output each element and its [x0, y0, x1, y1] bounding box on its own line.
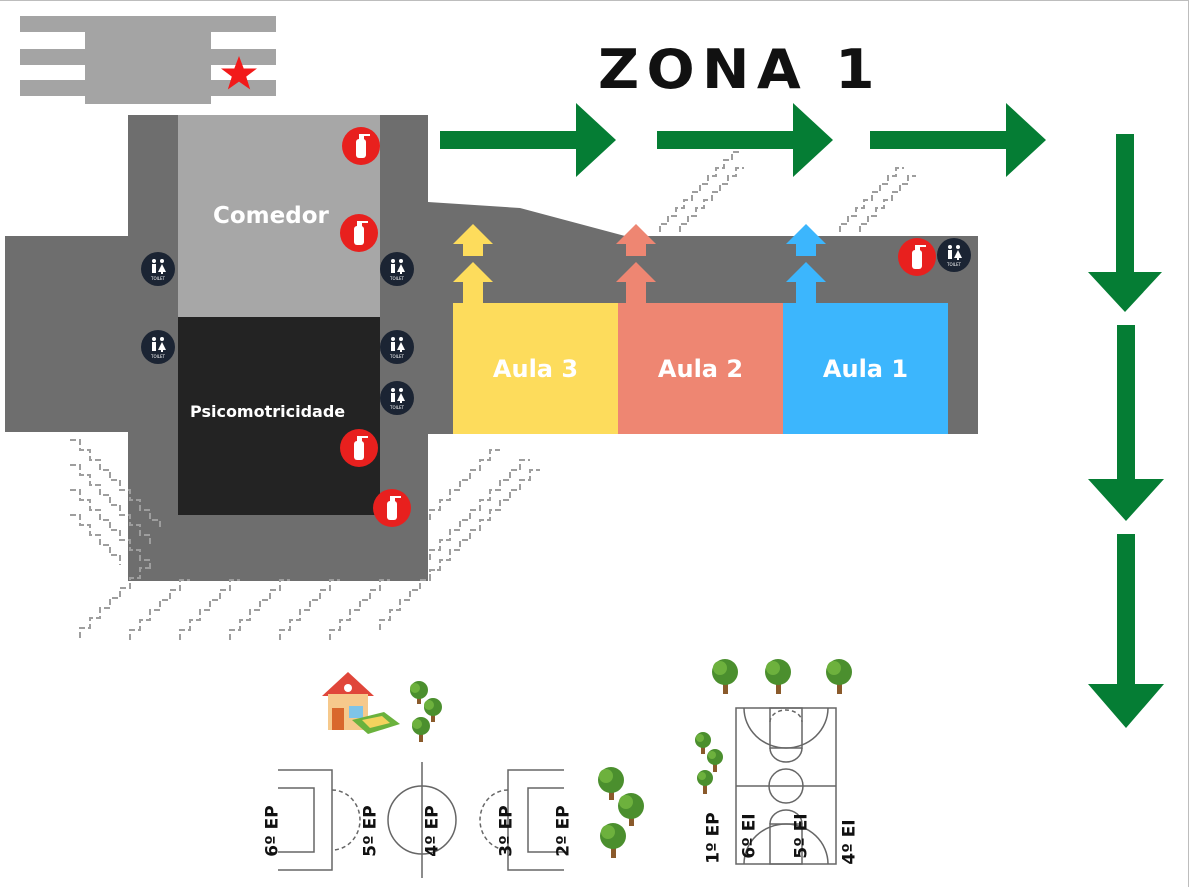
- svg-text:TOILET: TOILET: [150, 276, 166, 281]
- room-aula-2: Aula 2: [618, 303, 783, 434]
- extinguisher-icon: [898, 238, 936, 276]
- stand-stripes: [20, 16, 276, 104]
- extinguisher-icon: [373, 489, 411, 527]
- tree-icon: [598, 767, 644, 858]
- arrow-up-icon: [786, 224, 826, 304]
- room-aula-3: Aula 3: [453, 303, 618, 434]
- field-label-4ep: 4º EP: [422, 805, 443, 857]
- field-label-3ep: 3º EP: [496, 805, 517, 857]
- room-psicomotricidade: [178, 317, 380, 515]
- toilet-icon: TOILET: [141, 330, 175, 364]
- extinguisher-icon: [340, 429, 378, 467]
- court-label-1ep: 1º EP: [703, 812, 724, 864]
- svg-text:TOILET: TOILET: [150, 354, 166, 359]
- tree-icon: [410, 681, 442, 742]
- arrow-down-icon: [1088, 134, 1162, 312]
- arrow-right-icon: [657, 103, 833, 177]
- toilet-icon: TOILET: [380, 252, 414, 286]
- svg-text:TOILET: TOILET: [389, 354, 405, 359]
- svg-text:TOILET: TOILET: [389, 276, 405, 281]
- toilet-icon: TOILET: [141, 252, 175, 286]
- arrow-down-icon: [1088, 325, 1164, 521]
- room-comedor-label: Comedor: [213, 203, 329, 229]
- room-aula-1: Aula 1: [783, 303, 948, 434]
- field-label-2ep: 2º EP: [553, 805, 574, 857]
- house-icon: [322, 672, 400, 734]
- football-field: [278, 762, 564, 878]
- extinguisher-icon: [340, 214, 378, 252]
- room-psicomotricidade-label: Psicomotricidade: [190, 402, 346, 421]
- court-label-6ei: 6º EI: [739, 813, 760, 859]
- court-label-5ei: 5º EI: [791, 813, 812, 859]
- toilet-icon: TOILET: [380, 381, 414, 415]
- extinguisher-icon: [342, 127, 380, 165]
- star-icon: [221, 56, 257, 90]
- field-label-6ep: 6º EP: [262, 805, 283, 857]
- arrow-right-icon: [440, 103, 616, 177]
- arrow-down-icon: [1088, 534, 1164, 728]
- toilet-icon: TOILET: [380, 330, 414, 364]
- field-label-5ep: 5º EP: [360, 805, 381, 857]
- arrow-up-icon: [453, 224, 493, 304]
- basketball-court: [735, 707, 837, 865]
- svg-text:TOILET: TOILET: [946, 262, 962, 267]
- court-label-4ei: 4º EI: [839, 819, 860, 865]
- tree-icon: [712, 659, 852, 694]
- arrow-right-icon: [870, 103, 1046, 177]
- svg-text:TOILET: TOILET: [389, 405, 405, 410]
- map-title: ZONA 1: [598, 38, 882, 101]
- arrow-up-icon: [616, 224, 656, 304]
- toilet-icon: TOILET: [937, 238, 971, 272]
- tree-icon: [695, 732, 723, 794]
